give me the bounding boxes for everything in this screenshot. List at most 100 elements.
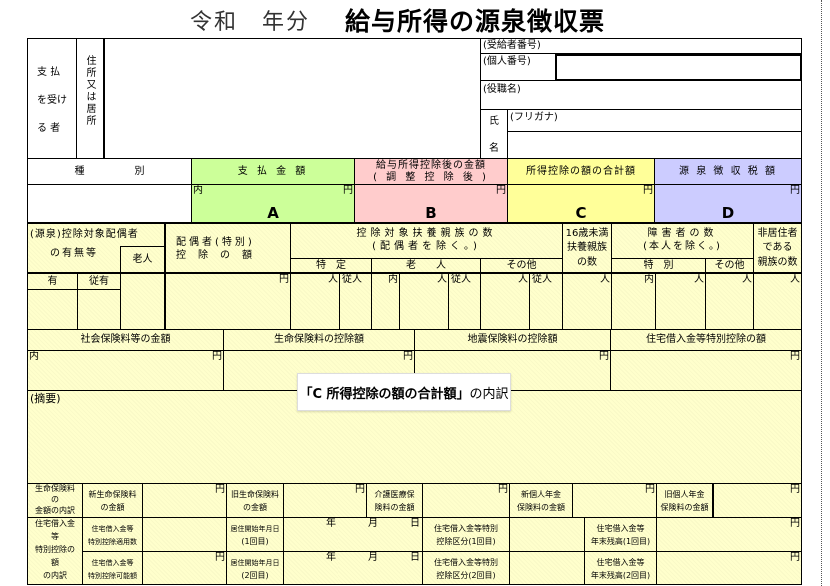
care-medical-field[interactable]: 円 — [422, 483, 510, 518]
category-text: 控除区分(2回目) — [436, 571, 496, 580]
withholding-tax-field-d[interactable]: 円 D — [654, 184, 802, 224]
new-life-field[interactable]: 円 — [142, 483, 227, 518]
personal-number-field[interactable] — [555, 54, 802, 81]
name-label: 氏 — [489, 116, 499, 127]
start-date-text: 居住開始年月日 — [230, 559, 280, 567]
specific-label: 特 定 — [316, 259, 346, 271]
secondary-has-label: 従有 — [89, 275, 109, 287]
type-field[interactable] — [27, 184, 192, 224]
after-deduction-header: 給与所得控除後の金額 ( 調 整 控 除 後 ) — [354, 158, 508, 185]
payment-amount-field-a[interactable]: 内 円 A — [191, 184, 355, 224]
housing-loan-field[interactable]: 円 — [610, 350, 802, 391]
secondary-person-label: 従人 — [532, 274, 552, 285]
specific-count-field[interactable]: 人 — [290, 272, 340, 330]
furigana-field[interactable]: (フリガナ) — [507, 109, 802, 132]
start-year-1-field[interactable]: 年 — [283, 517, 339, 552]
inner-label: 内 — [644, 274, 654, 285]
elderly-label: 老 人 — [406, 259, 446, 271]
other-count-field[interactable]: 人 — [480, 272, 530, 330]
start-date-text: (2回目) — [241, 571, 269, 580]
housing-breakdown-text: 住宅借入金 — [35, 519, 75, 528]
disabled-header-label: 障害者の数 — [647, 228, 718, 239]
balance-1-field[interactable]: 円 — [656, 517, 802, 552]
specific-secondary-field[interactable]: 従人 — [339, 272, 372, 330]
earthquake-insurance-label: 地震保険料の控除額 — [467, 334, 558, 345]
special-inner-field[interactable]: 内 — [611, 272, 656, 330]
dependents-header: 控除対象扶養親族の数 (配偶者を除く。) — [290, 223, 563, 259]
has-field[interactable] — [27, 289, 78, 330]
recipient-number-label: (受給者番号) — [483, 40, 541, 51]
page-break-line — [821, 0, 822, 586]
other-secondary-field[interactable]: 従人 — [529, 272, 563, 330]
under16-label: の数 — [577, 257, 597, 268]
spouse-deduction-header: 配偶者(特別) 控 除 の 額 — [164, 223, 291, 273]
recipient-label: 支 払 — [37, 67, 61, 78]
elderly-secondary-field[interactable]: 従人 — [448, 272, 481, 330]
deduction-total-field-c[interactable]: 円 C — [507, 184, 655, 224]
start-date-2-label: 居住開始年月日 (2回目) — [226, 551, 284, 585]
spouse-deduction-field[interactable]: 円 — [164, 272, 291, 330]
housing-breakdown-text: 額 — [51, 558, 59, 567]
old-life-field[interactable]: 円 — [283, 483, 367, 518]
furigana-label: (フリガナ) — [510, 112, 558, 123]
other-label: その他 — [714, 259, 745, 271]
secondary-person-label: 従人 — [342, 274, 362, 285]
start-day-1-field[interactable]: 日 — [380, 517, 423, 552]
balance-2-field[interactable]: 円 — [656, 551, 802, 585]
applicable-count-label: 住宅借入金等 特別控除適用数 — [82, 517, 143, 552]
social-insurance-field[interactable]: 内 円 — [27, 350, 224, 391]
applicable-count-field[interactable] — [142, 517, 227, 552]
housing-breakdown-label: 住宅借入金 等 特別控除の 額 の内訳 — [27, 517, 83, 585]
title-field[interactable]: (役職名) — [480, 80, 802, 110]
payment-amount-header: 支 払 金 額 — [191, 158, 355, 185]
after-deduction-field-b[interactable]: 円 B — [354, 184, 508, 224]
elderly-inner-field[interactable]: 内 — [371, 272, 400, 330]
letter-d: D — [721, 204, 735, 222]
recipient-number-field[interactable]: (受給者番号) — [480, 38, 802, 54]
social-insurance-header: 社会保険料等の金額 — [27, 329, 224, 351]
nonresident-field[interactable]: 人 — [753, 272, 802, 330]
deduction-total-header: 所得控除の額の合計額 — [507, 158, 655, 185]
secondary-has-field[interactable] — [77, 289, 121, 330]
withholding-tax-header: 源 泉 徴 収 税 額 — [654, 158, 802, 185]
start-day-2-field[interactable]: 日 — [380, 551, 423, 585]
excluding-spouse-label: (配偶者を除く。) — [372, 241, 481, 252]
start-month-1-field[interactable]: 月 — [338, 517, 381, 552]
address-field[interactable] — [103, 38, 481, 159]
elderly-count-field[interactable]: 人 — [399, 272, 449, 330]
inner-label: 内 — [388, 274, 398, 285]
earthquake-insurance-header: 地震保険料の控除額 — [414, 329, 611, 351]
yen-label: 円 — [599, 351, 609, 362]
under16-field[interactable]: 人 — [562, 272, 612, 330]
start-year-2-field[interactable]: 年 — [283, 551, 339, 585]
yen-label: 円 — [343, 185, 353, 196]
new-pension-field[interactable]: 円 — [572, 483, 657, 518]
old-life-text: 旧生命保険料 — [231, 490, 279, 499]
disabled-other-field[interactable]: 人 — [705, 272, 754, 330]
other-header: その他 — [480, 258, 563, 273]
secondary-has-header: 従有 — [77, 272, 121, 290]
dependents-header-label: 控除対象扶養親族の数 — [356, 228, 497, 239]
yen-label: 円 — [215, 484, 225, 495]
life-insurance-header: 生命保険料の控除額 — [223, 329, 415, 351]
deduction-total-label: 所得控除の額の合計額 — [526, 165, 636, 177]
old-pension-field[interactable]: 円 — [713, 483, 802, 518]
start-month-2-field[interactable]: 月 — [338, 551, 381, 585]
old-pension-text: 保険料の金額 — [660, 503, 709, 512]
letter-a: A — [267, 204, 279, 222]
disabled-header: 障害者の数 (本人を除く。) — [611, 223, 754, 259]
category-2-field[interactable] — [509, 551, 585, 585]
letter-c: C — [575, 204, 587, 222]
category-text: 控除区分(1回目) — [436, 537, 496, 546]
housing-breakdown-text: 特別控除の — [35, 545, 75, 554]
special-count-field[interactable]: 人 — [655, 272, 706, 330]
possible-amount-field[interactable]: 円 — [142, 551, 227, 585]
spouse-elderly-field[interactable] — [120, 272, 165, 330]
old-pension-text: 旧個人年金 — [664, 490, 705, 499]
yen-label: 円 — [643, 185, 653, 196]
old-life-text: の金額 — [243, 503, 267, 512]
category-1-field[interactable] — [509, 517, 585, 552]
title-era: 令和 年分 — [190, 10, 311, 35]
name-field[interactable] — [507, 131, 802, 159]
applicable-text: 住宅借入金等 — [91, 525, 134, 533]
